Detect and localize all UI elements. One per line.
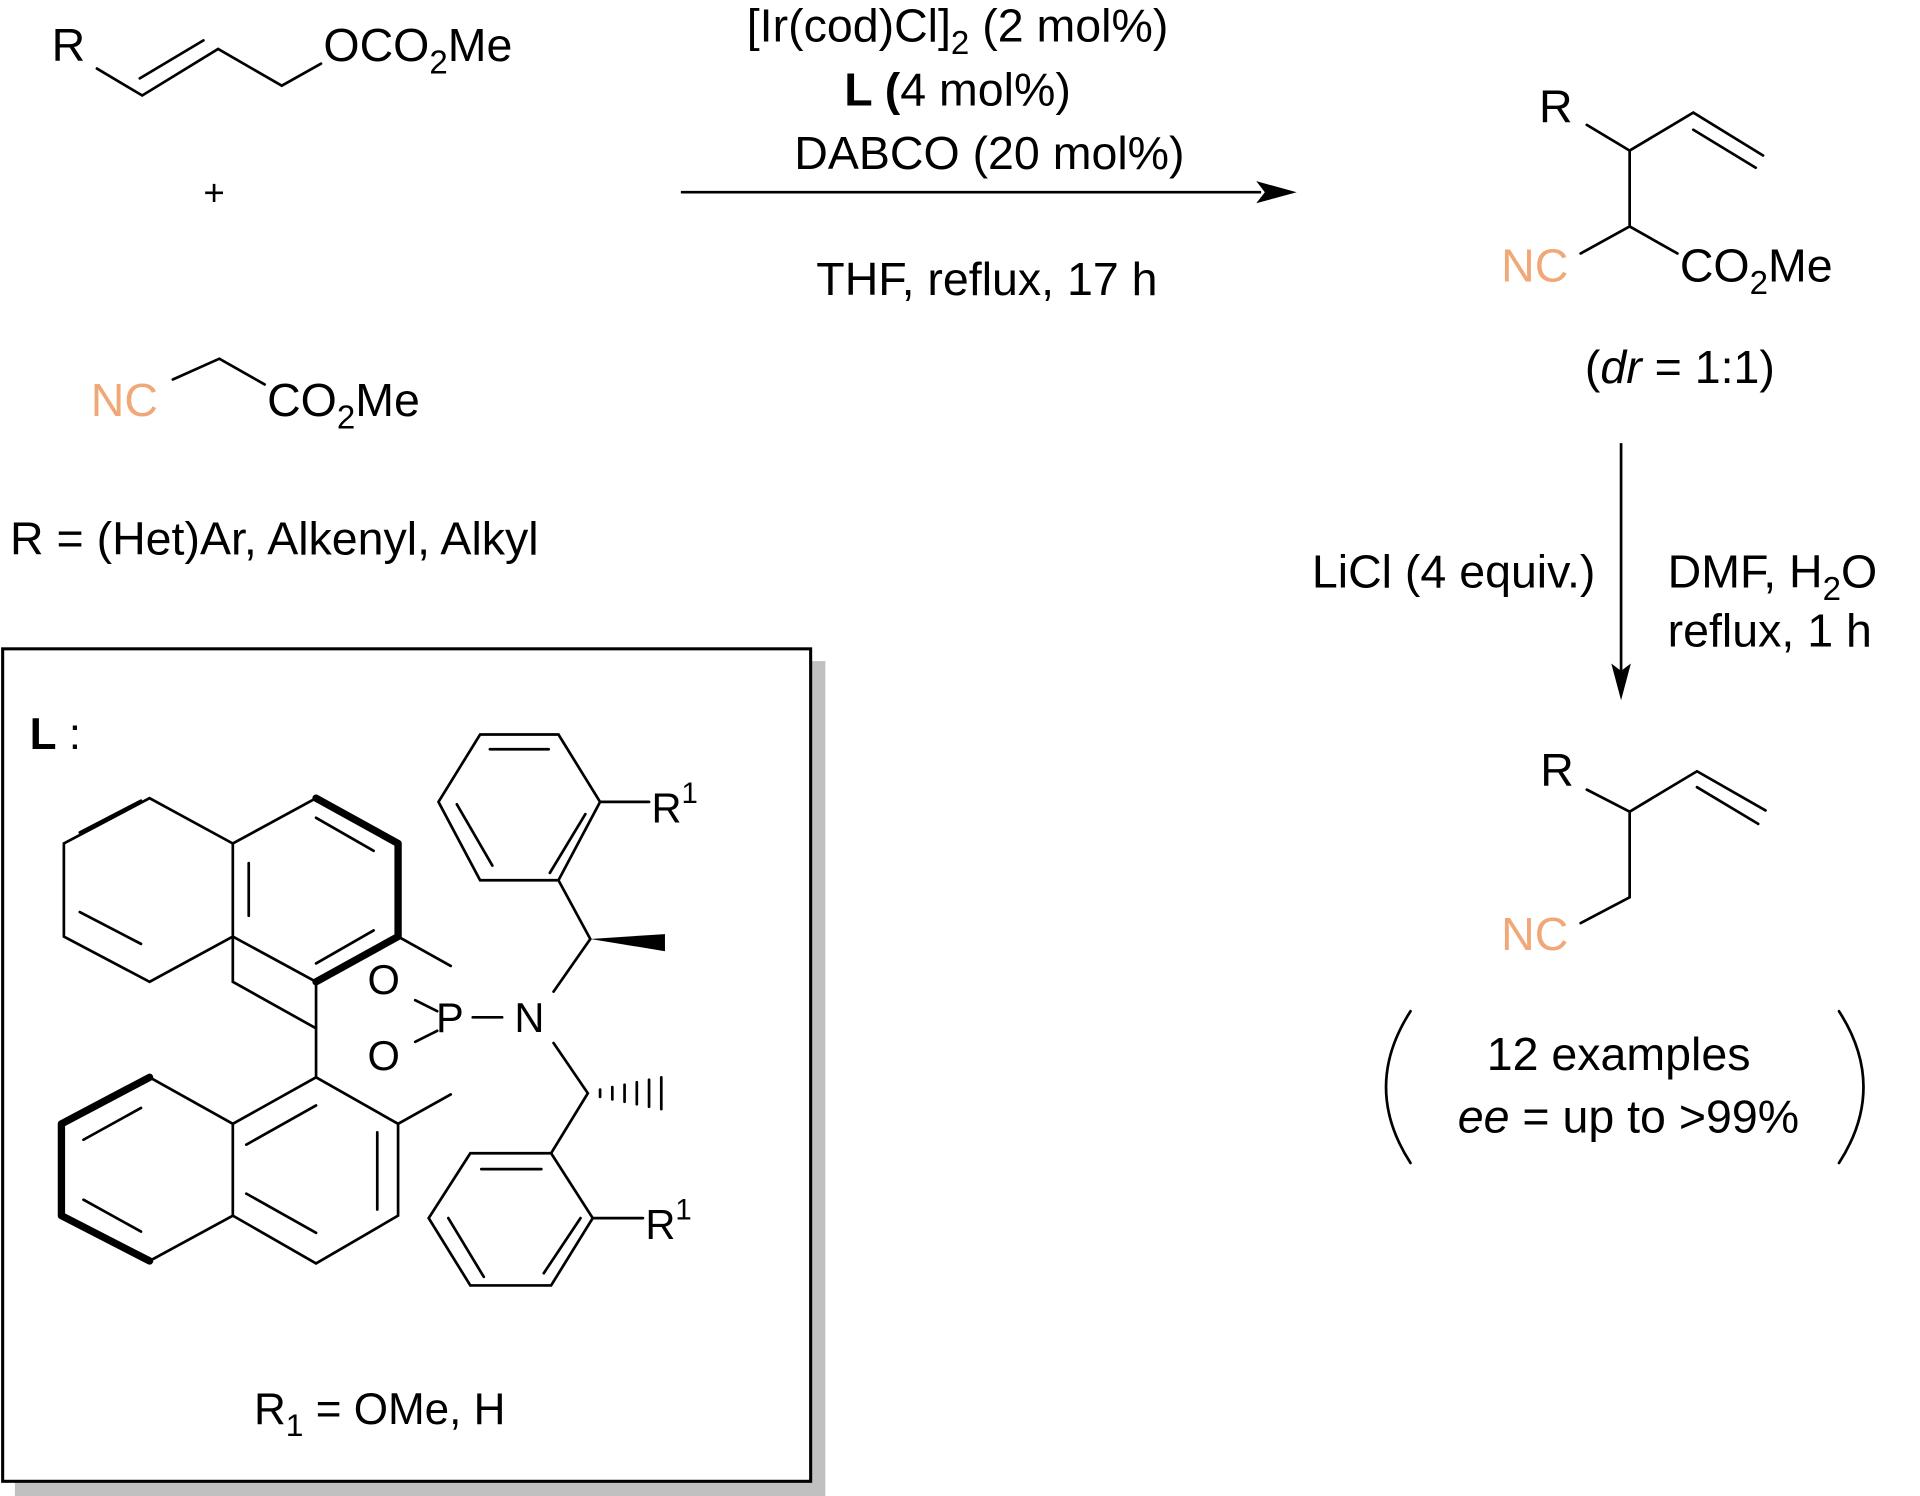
plus-sign: + — [203, 173, 224, 214]
cyanoacetate-nc-label: NC — [91, 374, 158, 426]
p-o-n-bonds — [413, 998, 504, 1044]
lower-r1-label: R1 — [645, 1193, 691, 1248]
allyl-carbonate-structure: R OCO2Me — [52, 19, 512, 98]
ligand-phosphorus: P — [436, 994, 464, 1041]
product-nc-label: NC — [1501, 908, 1568, 960]
upper-naphthyl-ring-b — [231, 796, 318, 1030]
ligand-o-top: O — [367, 956, 399, 1003]
upper-naphthyl — [62, 794, 453, 1030]
ligand-loading-label: L (4 mol%) — [844, 63, 1071, 115]
step2-arrow-head — [1611, 663, 1631, 701]
upper-aryl-ring — [436, 733, 651, 882]
upper-c-o-bond — [396, 935, 453, 968]
step1-conditions: [Ir(cod)Cl]2 (2 mol%) L (4 mol%) DABCO (… — [680, 0, 1297, 305]
product-vinyl-double-bond — [1695, 785, 1760, 826]
cyanoacetate-ester-label: CO2Me — [267, 374, 420, 436]
lower-c-o-bond — [396, 1093, 453, 1126]
step1-arrow-head — [1256, 181, 1297, 204]
cyanoacetate-bonds — [171, 357, 266, 386]
examples-count: 12 examples — [1487, 1028, 1751, 1080]
lower-n-ch-bonds — [549, 1041, 590, 1155]
r-group-definition: R = (Het)Ar, Alkenyl, Alkyl — [10, 513, 539, 565]
catalyst-label: [Ir(cod)Cl]2 (2 mol%) — [747, 0, 1169, 62]
lower-naphthyl-bold-edge — [57, 1073, 154, 1265]
lower-aryl-doubles — [446, 1167, 582, 1279]
upper-naphthyl-ring-a-doubles — [78, 799, 251, 946]
upper-naphthyl-bold-edge — [312, 794, 402, 986]
product-vinyl-bonds — [1628, 769, 1767, 814]
step2-solvent-label: DMF, H2O — [1668, 546, 1878, 608]
intermediate-nc-bond — [1579, 225, 1631, 255]
cyanoacetate-structure: NC CO2Me — [91, 357, 420, 436]
ligand-box-title: L: — [30, 710, 81, 759]
intermediate-r-label: R — [1539, 80, 1573, 132]
upper-naphthyl-ring-b-doubles — [231, 816, 375, 984]
step2-time-label: reflux, 1 h — [1668, 604, 1872, 656]
allyl-chain-bonds — [95, 47, 323, 98]
lower-hashed-bond — [598, 1075, 663, 1111]
enantiomeric-excess: ee = up to >99% — [1458, 1090, 1799, 1142]
result-open-paren — [1384, 1009, 1412, 1165]
product-r-label: R — [1540, 744, 1574, 796]
lower-naphthyl-ring-b-doubles — [244, 1104, 379, 1235]
intermediate-vinyl-double-bond — [1691, 128, 1758, 170]
licl-label: LiCl (4 equiv.) — [1312, 546, 1596, 598]
hashed-bond-lines — [598, 1075, 663, 1111]
ligand-box-frame — [1, 647, 813, 1483]
lower-naphthyl-ring-a — [148, 1075, 235, 1263]
intermediate-structure: R NC CO2Me (dr = 1:1) — [1501, 80, 1833, 393]
carbonate-group-label: OCO2Me — [323, 19, 512, 81]
upper-r1-label: R1 — [651, 777, 697, 832]
intermediate-vinyl-bonds — [1628, 111, 1765, 157]
product-structure: R NC 12 examples ee = up to >99% — [1384, 744, 1865, 1165]
ligand-nitrogen: N — [514, 994, 544, 1041]
lower-naphthyl — [57, 1073, 453, 1265]
step1-solvent-label: THF, reflux, 17 h — [816, 253, 1157, 305]
intermediate-nc-label: NC — [1501, 240, 1568, 292]
lower-aryl-ring — [427, 1151, 645, 1287]
upper-wedge-bond — [590, 934, 665, 952]
product-backbone-bonds — [1579, 788, 1631, 925]
ligand-o-bottom: O — [367, 1032, 399, 1079]
result-close-paren — [1837, 1009, 1865, 1165]
step2-conditions: LiCl (4 equiv.) DMF, H2O reflux, 1 h — [1312, 443, 1878, 701]
allyl-double-bond — [138, 39, 205, 80]
ligand-box: L: O O P N — [1, 647, 826, 1496]
intermediate-backbone-bonds — [1585, 123, 1679, 255]
intermediate-ester-label: CO2Me — [1680, 240, 1833, 302]
allyl-r-label: R — [52, 19, 86, 71]
ligand-substituent-definition: R1 = OMe, H — [254, 1385, 506, 1443]
upper-aryl-doubles — [455, 747, 587, 875]
base-label: DABCO (20 mol%) — [794, 127, 1184, 179]
lower-naphthyl-ring-a-doubles — [82, 1106, 143, 1233]
diastereomeric-ratio: (dr = 1:1) — [1585, 341, 1775, 393]
